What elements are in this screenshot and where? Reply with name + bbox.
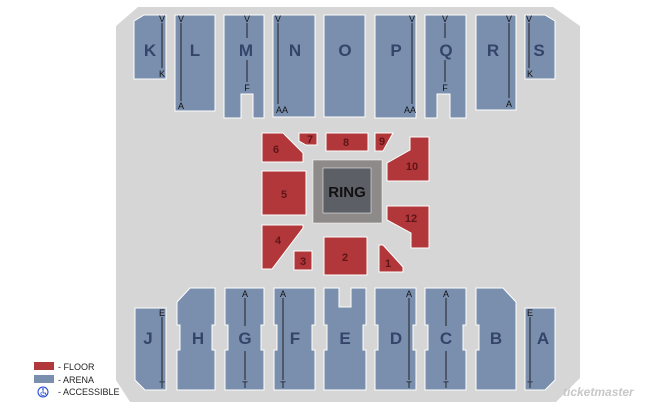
svg-text:M: M bbox=[239, 41, 253, 60]
svg-text:Q: Q bbox=[439, 41, 452, 60]
ticketmaster-watermark: ticketmaster bbox=[563, 385, 635, 399]
svg-text:K: K bbox=[527, 69, 533, 79]
section-G[interactable]: G A T bbox=[224, 287, 265, 391]
svg-text:V: V bbox=[409, 14, 415, 24]
svg-text:B: B bbox=[490, 329, 502, 348]
svg-text:E: E bbox=[527, 308, 533, 318]
ring: RING bbox=[312, 159, 383, 224]
svg-text:T: T bbox=[406, 380, 412, 390]
floor-section-3[interactable]: 3 bbox=[293, 250, 313, 271]
svg-text:R: R bbox=[487, 41, 499, 60]
section-J[interactable]: J E T bbox=[134, 307, 167, 391]
svg-text:P: P bbox=[390, 41, 401, 60]
svg-text:V: V bbox=[178, 14, 184, 24]
svg-text:T: T bbox=[242, 380, 248, 390]
svg-text:A: A bbox=[280, 289, 286, 299]
section-S[interactable]: S V K bbox=[524, 14, 556, 80]
section-C[interactable]: C A T bbox=[424, 287, 467, 391]
svg-text:3: 3 bbox=[300, 256, 306, 268]
svg-text:V: V bbox=[275, 14, 281, 24]
svg-text:C: C bbox=[440, 329, 452, 348]
legend-accessible: - ACCESSIBLE bbox=[58, 387, 120, 397]
svg-text:T: T bbox=[443, 380, 449, 390]
wheelchair-icon bbox=[37, 386, 49, 398]
section-P[interactable]: P V AA bbox=[374, 14, 417, 119]
floor-section-12[interactable]: 12 bbox=[386, 205, 430, 249]
svg-text:N: N bbox=[289, 41, 301, 60]
svg-text:1: 1 bbox=[385, 258, 391, 270]
svg-text:A: A bbox=[406, 289, 412, 299]
svg-text:A: A bbox=[242, 289, 248, 299]
svg-text:V: V bbox=[442, 14, 448, 24]
svg-text:T: T bbox=[527, 380, 533, 390]
section-H[interactable]: H bbox=[176, 287, 216, 391]
svg-text:F: F bbox=[244, 83, 250, 93]
svg-text:AA: AA bbox=[276, 105, 288, 115]
section-K[interactable]: K V K bbox=[133, 14, 167, 80]
svg-text:AA: AA bbox=[404, 105, 416, 115]
svg-text:T: T bbox=[159, 380, 165, 390]
svg-text:S: S bbox=[533, 41, 544, 60]
section-R[interactable]: R V A bbox=[475, 14, 517, 111]
svg-text:A: A bbox=[537, 329, 549, 348]
svg-text:5: 5 bbox=[281, 189, 287, 201]
legend-arena: - ARENA bbox=[58, 375, 94, 385]
section-A[interactable]: A E T bbox=[524, 307, 556, 391]
svg-text:O: O bbox=[338, 41, 351, 60]
svg-text:J: J bbox=[143, 329, 152, 348]
svg-text:A: A bbox=[506, 99, 512, 109]
svg-text:9: 9 bbox=[379, 136, 385, 148]
svg-text:A: A bbox=[178, 101, 184, 111]
svg-text:10: 10 bbox=[406, 161, 418, 173]
svg-text:RING: RING bbox=[328, 184, 366, 201]
svg-text:8: 8 bbox=[343, 137, 349, 149]
svg-text:E: E bbox=[339, 329, 350, 348]
svg-text:G: G bbox=[238, 329, 251, 348]
section-L[interactable]: L V A bbox=[174, 14, 216, 112]
floor-section-2[interactable]: 2 bbox=[323, 236, 368, 276]
section-O[interactable]: O bbox=[323, 14, 366, 118]
legend: - FLOOR - ARENA - ACCESSIBLE bbox=[34, 362, 120, 398]
section-B[interactable]: B bbox=[475, 287, 517, 391]
section-D[interactable]: D A T bbox=[374, 287, 417, 391]
svg-text:H: H bbox=[192, 329, 204, 348]
svg-text:12: 12 bbox=[405, 213, 417, 225]
floor-swatch bbox=[34, 362, 54, 370]
floor-section-5[interactable]: 5 bbox=[261, 170, 307, 216]
section-M[interactable]: M V F bbox=[223, 14, 265, 119]
section-N[interactable]: N V AA bbox=[272, 14, 316, 118]
arena-swatch bbox=[34, 375, 54, 383]
svg-text:L: L bbox=[190, 41, 200, 60]
svg-text:7: 7 bbox=[307, 134, 313, 146]
svg-text:V: V bbox=[244, 14, 250, 24]
legend-floor: - FLOOR bbox=[58, 362, 95, 372]
svg-text:F: F bbox=[290, 329, 300, 348]
floor-section-8[interactable]: 8 bbox=[325, 132, 369, 152]
svg-text:K: K bbox=[159, 69, 165, 79]
floor-section-6[interactable]: 6 bbox=[261, 132, 304, 163]
svg-text:6: 6 bbox=[273, 144, 279, 156]
floor-section-1[interactable]: 1 bbox=[378, 244, 404, 273]
svg-text:2: 2 bbox=[342, 252, 348, 264]
svg-text:F: F bbox=[442, 83, 448, 93]
svg-text:V: V bbox=[506, 14, 512, 24]
section-Q[interactable]: Q V F bbox=[424, 14, 467, 119]
svg-text:A: A bbox=[443, 289, 449, 299]
svg-text:D: D bbox=[390, 329, 402, 348]
svg-text:K: K bbox=[144, 41, 157, 60]
svg-text:V: V bbox=[526, 14, 532, 24]
svg-text:T: T bbox=[280, 380, 286, 390]
floor-section-4[interactable]: 4 bbox=[261, 224, 304, 270]
svg-text:4: 4 bbox=[275, 235, 282, 247]
floor-section-10[interactable]: 10 bbox=[386, 136, 430, 182]
section-F[interactable]: F A T bbox=[273, 287, 316, 391]
floor-section-7[interactable]: 7 bbox=[298, 132, 318, 146]
svg-text:E: E bbox=[159, 308, 165, 318]
floor-section-9[interactable]: 9 bbox=[374, 132, 394, 152]
svg-text:V: V bbox=[159, 14, 165, 24]
section-E[interactable]: E bbox=[323, 287, 367, 391]
